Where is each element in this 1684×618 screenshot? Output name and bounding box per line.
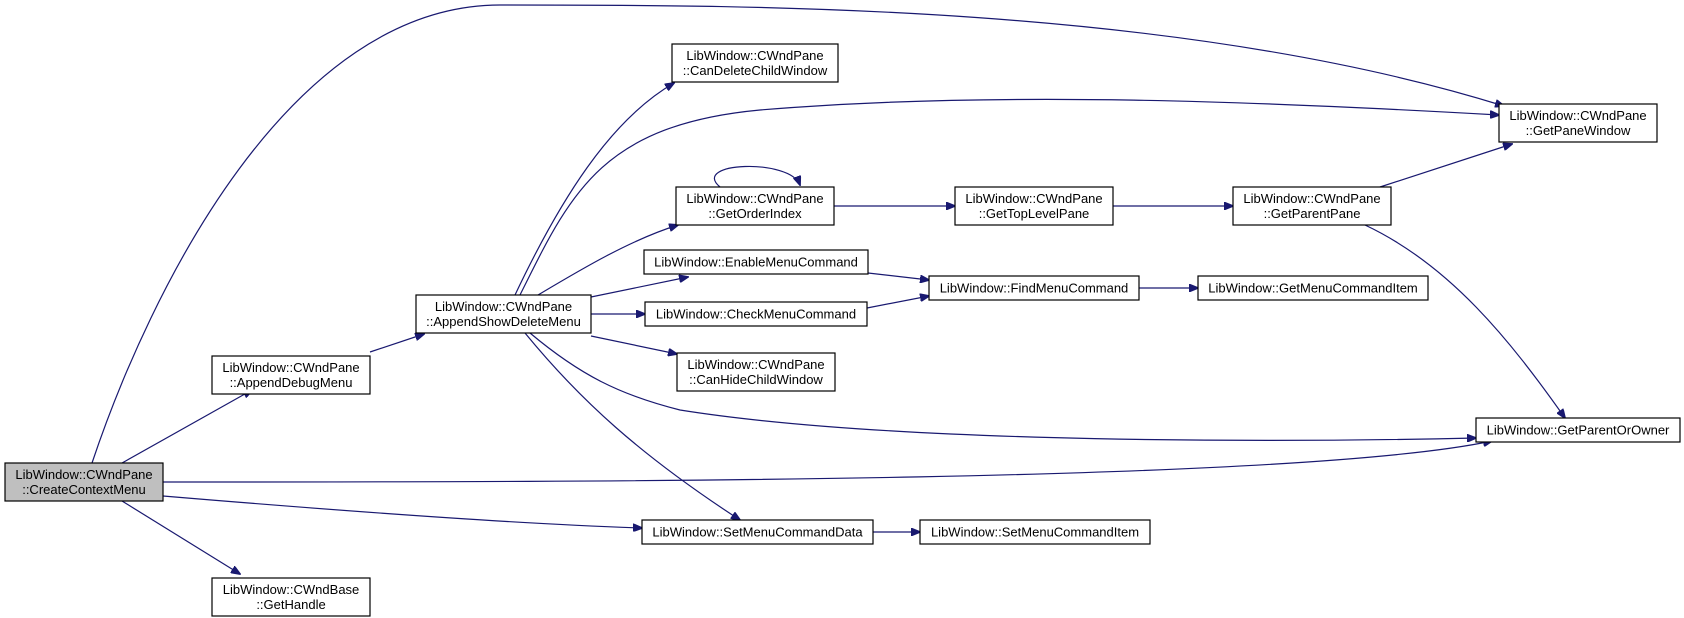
node-get-top-level-pane[interactable]: LibWindow::CWndPane::GetTopLevelPane	[954, 186, 1114, 226]
node-get-parent-or-owner[interactable]: LibWindow::GetParentOrOwner	[1475, 417, 1681, 443]
node-set-menu-command-data[interactable]: LibWindow::SetMenuCommandData	[641, 519, 874, 545]
node-box	[211, 355, 371, 395]
node-box	[415, 294, 592, 334]
node-label-line: LibWindow::GetMenuCommandItem	[1208, 281, 1418, 296]
edge-append-show-delete-menu-to-get-pane-window	[519, 98, 1499, 296]
node-label-line: ::CreateContextMenu	[22, 482, 146, 497]
edge-create-context-menu-to-get-parent-or-owner	[162, 441, 1492, 483]
edge-get-order-index-to-get-order-index	[713, 165, 800, 188]
node-create-context-menu[interactable]: LibWindow::CWndPane::CreateContextMenu	[4, 462, 164, 502]
node-label-line: ::CanDeleteChildWindow	[683, 63, 828, 78]
node-find-menu-command[interactable]: LibWindow::FindMenuCommand	[928, 275, 1140, 301]
node-box	[675, 186, 835, 226]
node-get-parent-pane[interactable]: LibWindow::CWndPane::GetParentPane	[1232, 186, 1392, 226]
node-label-line: LibWindow::CWndPane	[15, 467, 152, 482]
node-label-line: LibWindow::GetParentOrOwner	[1487, 423, 1670, 438]
node-set-menu-command-item[interactable]: LibWindow::SetMenuCommandItem	[919, 519, 1151, 545]
node-label-line: ::AppendDebugMenu	[230, 375, 353, 390]
edge-create-context-menu-to-append-debug-menu	[121, 390, 252, 464]
edge-append-show-delete-menu-to-can-hide-child-window	[590, 335, 677, 354]
node-label-line: ::GetTopLevelPane	[979, 206, 1090, 221]
edge-create-context-menu-to-get-pane-window	[91, 4, 1504, 464]
node-box	[928, 275, 1140, 301]
edge-create-context-menu-to-get-handle	[121, 500, 240, 574]
node-append-show-delete-menu[interactable]: LibWindow::CWndPane::AppendShowDeleteMen…	[415, 294, 592, 334]
node-label-line: ::CanHideChildWindow	[689, 372, 823, 387]
node-box	[1475, 417, 1681, 443]
node-label-line: ::AppendShowDeleteMenu	[426, 314, 581, 329]
node-box	[954, 186, 1114, 226]
node-get-menu-command-item[interactable]: LibWindow::GetMenuCommandItem	[1197, 275, 1429, 301]
nodes-layer: LibWindow::CWndPane::CreateContextMenuLi…	[4, 43, 1681, 617]
node-can-hide-child-window[interactable]: LibWindow::CWndPane::CanHideChildWindow	[676, 352, 836, 392]
edge-enable-menu-command-to-find-menu-command	[867, 272, 929, 280]
node-label-line: ::GetOrderIndex	[708, 206, 802, 221]
node-label-line: LibWindow::CWndPane	[686, 191, 823, 206]
edges-layer	[91, 4, 1565, 574]
node-get-pane-window[interactable]: LibWindow::CWndPane::GetPaneWindow	[1498, 103, 1658, 143]
node-box	[1232, 186, 1392, 226]
node-can-delete-child-window[interactable]: LibWindow::CWndPane::CanDeleteChildWindo…	[671, 43, 839, 83]
edge-append-show-delete-menu-to-get-parent-or-owner	[529, 332, 1476, 440]
node-label-line: LibWindow::CWndBase	[223, 582, 360, 597]
node-box	[641, 519, 874, 545]
node-box	[644, 301, 868, 327]
node-box	[676, 352, 836, 392]
node-box	[211, 577, 371, 617]
node-label-line: LibWindow::CWndPane	[222, 360, 359, 375]
node-label-line: LibWindow::CWndPane	[1509, 108, 1646, 123]
node-enable-menu-command[interactable]: LibWindow::EnableMenuCommand	[643, 249, 869, 275]
edge-append-show-delete-menu-to-set-menu-command-data	[524, 332, 740, 520]
node-label-line: LibWindow::SetMenuCommandData	[652, 525, 863, 540]
node-check-menu-command[interactable]: LibWindow::CheckMenuCommand	[644, 301, 868, 327]
node-label-line: LibWindow::CWndPane	[686, 48, 823, 63]
edge-append-show-delete-menu-to-enable-menu-command	[590, 277, 688, 298]
edge-check-menu-command-to-find-menu-command	[866, 296, 929, 309]
node-box	[1197, 275, 1429, 301]
node-box	[919, 519, 1151, 545]
node-label-line: LibWindow::EnableMenuCommand	[654, 255, 858, 270]
edge-append-debug-menu-to-append-show-delete-menu	[369, 334, 424, 353]
edge-get-parent-pane-to-get-pane-window	[1379, 144, 1512, 188]
node-label-line: ::GetPaneWindow	[1526, 123, 1631, 138]
edge-append-show-delete-menu-to-get-order-index	[537, 225, 678, 296]
node-box	[4, 462, 164, 502]
node-label-line: LibWindow::CWndPane	[687, 357, 824, 372]
edge-append-show-delete-menu-to-can-delete-child-window	[514, 83, 674, 296]
node-label-line: ::GetParentPane	[1264, 206, 1361, 221]
node-box	[1498, 103, 1658, 143]
node-get-order-index[interactable]: LibWindow::CWndPane::GetOrderIndex	[675, 186, 835, 226]
node-label-line: ::GetHandle	[256, 597, 325, 612]
node-label-line: LibWindow::CWndPane	[435, 299, 572, 314]
node-label-line: LibWindow::FindMenuCommand	[940, 281, 1129, 296]
edge-create-context-menu-to-set-menu-command-data	[162, 495, 642, 528]
node-label-line: LibWindow::SetMenuCommandItem	[931, 525, 1139, 540]
node-append-debug-menu[interactable]: LibWindow::CWndPane::AppendDebugMenu	[211, 355, 371, 395]
node-get-handle[interactable]: LibWindow::CWndBase::GetHandle	[211, 577, 371, 617]
edge-get-parent-pane-to-get-parent-or-owner	[1364, 224, 1565, 418]
node-label-line: LibWindow::CWndPane	[965, 191, 1102, 206]
node-box	[643, 249, 869, 275]
node-box	[671, 43, 839, 83]
node-label-line: LibWindow::CWndPane	[1243, 191, 1380, 206]
node-label-line: LibWindow::CheckMenuCommand	[656, 307, 856, 322]
